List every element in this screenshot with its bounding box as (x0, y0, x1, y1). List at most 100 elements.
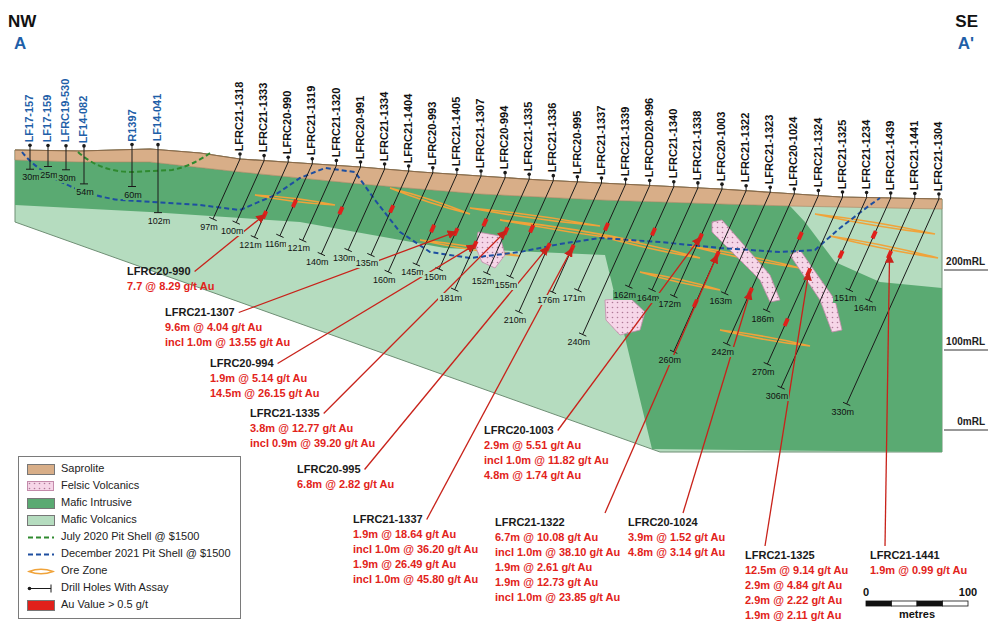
hole-end (62, 169, 70, 170)
drill-hole (652, 188, 698, 290)
hole-name: LFRC21-1304 (932, 121, 945, 191)
assay-value: 7.7 @ 8.29 g/t Au (127, 279, 214, 294)
hole-collar (913, 192, 917, 196)
hole-end (299, 239, 306, 242)
assay-value: 4.8m @ 1.74 g/t Au (484, 468, 581, 483)
hole-name: LFRC21-1340 (667, 109, 680, 179)
section-end: NW (8, 12, 36, 32)
leader-arrow (324, 231, 506, 414)
leader-arrow (885, 255, 890, 546)
legend-text: Saprolite (61, 462, 104, 475)
drill-hole (781, 198, 867, 388)
legend-swatch (27, 549, 55, 560)
drill-hole (236, 161, 264, 223)
hole-collar (624, 177, 628, 181)
drill-hole (869, 198, 915, 300)
hole-name: LFRC21-1234 (860, 120, 873, 190)
drill-hole (727, 194, 795, 344)
assay-value: 14.5m @ 26.15 g/t Au (210, 386, 319, 401)
hole-collar (552, 174, 556, 178)
hole-collar (28, 143, 32, 147)
callout-hole-id: LFRC20-990 (127, 264, 191, 279)
hole-name: LFRC21-1439 (884, 120, 897, 190)
legend-swatch (27, 498, 55, 509)
assay-value: incl 1.0m @ 11.82 g/t Au (484, 453, 609, 468)
hole-depth: 121m (238, 240, 263, 250)
hole-name: LFRC21-1339 (619, 107, 632, 177)
hole-depth: 145m (400, 267, 425, 277)
callout-hole-id: LFRC21-1325 (745, 548, 815, 563)
au-value-mark (784, 319, 787, 326)
scale-segment (943, 601, 969, 606)
hole-collar (744, 184, 748, 188)
hole-depth: 100m (220, 226, 245, 236)
au-value-mark (293, 200, 296, 207)
callout-hole-id: LFRC20-1024 (628, 515, 698, 530)
hole-collar (262, 154, 266, 158)
hole-collar (648, 179, 652, 183)
hole-name: LFRC21-1441 (908, 121, 921, 191)
rl-tick (944, 350, 988, 351)
hole-depth: 30m (57, 173, 77, 183)
hole-collar (672, 180, 676, 184)
hole-name: LFRC21-1325 (836, 119, 849, 189)
hole-end (763, 309, 770, 312)
legend-text: December 2021 Pit Shell @ $1500 (61, 547, 231, 560)
hole-name: LF14-041 (151, 94, 164, 142)
leader-arrow (605, 255, 717, 513)
hole-collar (383, 162, 387, 166)
hole-end (318, 252, 325, 255)
drill-hole (455, 178, 505, 290)
hole-collar (130, 143, 134, 147)
hole-depth: 121m (286, 243, 311, 253)
assay-value: 2.9m @ 5.51 g/t Au (484, 438, 581, 453)
pit-shell-swatch (28, 553, 54, 555)
hole-collar (889, 191, 893, 195)
hole-end (451, 288, 458, 291)
ore-zone (390, 188, 470, 214)
hole-end (233, 221, 240, 224)
hole-depth: 152m (471, 276, 496, 286)
assay-value: 1.9m @ 18.64 g/t Au (353, 527, 456, 542)
hole-end (648, 288, 655, 291)
scale-value: 100 (959, 586, 977, 599)
hole-depth: 135m (355, 258, 380, 268)
scale-unit: metres (899, 608, 935, 621)
hole-collar (817, 189, 821, 193)
hole-collar (937, 192, 941, 196)
hole-end (865, 299, 872, 302)
hole-end (579, 333, 586, 336)
legend-text: Mafic Intrusive (61, 496, 132, 509)
hole-name: LF17-157 (23, 95, 36, 143)
hole-collar (720, 182, 724, 186)
au-value-mark (605, 223, 608, 230)
legend-text: July 2020 Pit Shell @ $1500 (61, 530, 199, 543)
hole-depth: 140m (305, 257, 330, 267)
leader-arrow (365, 247, 549, 470)
leader-arrow (683, 291, 750, 513)
pit-shell-swatch (28, 536, 54, 538)
ore-zone-swatch (29, 569, 53, 574)
hole-depth: 116m (264, 239, 288, 249)
hole-collar (600, 176, 604, 180)
rl-tick (944, 430, 988, 431)
assay-value: 2.9m @ 4.84 g/t Au (745, 578, 842, 593)
callout-hole-id: LFRC21-1335 (250, 406, 320, 421)
hole-end (574, 289, 581, 292)
drill-hole (578, 184, 626, 290)
assay-value: 3.9m @ 1.52 g/t Au (628, 530, 725, 545)
hole-name: LFRC20-993 (426, 101, 439, 165)
callout-hole-id: LFRC21-1337 (353, 512, 423, 527)
hole-depth: 163m (708, 296, 733, 306)
hole-collar (407, 164, 411, 168)
hole-depth: 164m (636, 293, 661, 303)
scale-segment (892, 601, 918, 606)
hole-name: LFRC19-530 (59, 79, 72, 143)
legend-swatch (27, 532, 55, 543)
drill-hole (416, 174, 457, 264)
felsic-dyke (605, 298, 645, 335)
drill-hole (158, 145, 159, 213)
assay-value: 1.9m @ 0.99 g/t Au (870, 563, 967, 578)
hole-end (721, 292, 728, 295)
hole-depth: 102m (147, 216, 172, 226)
